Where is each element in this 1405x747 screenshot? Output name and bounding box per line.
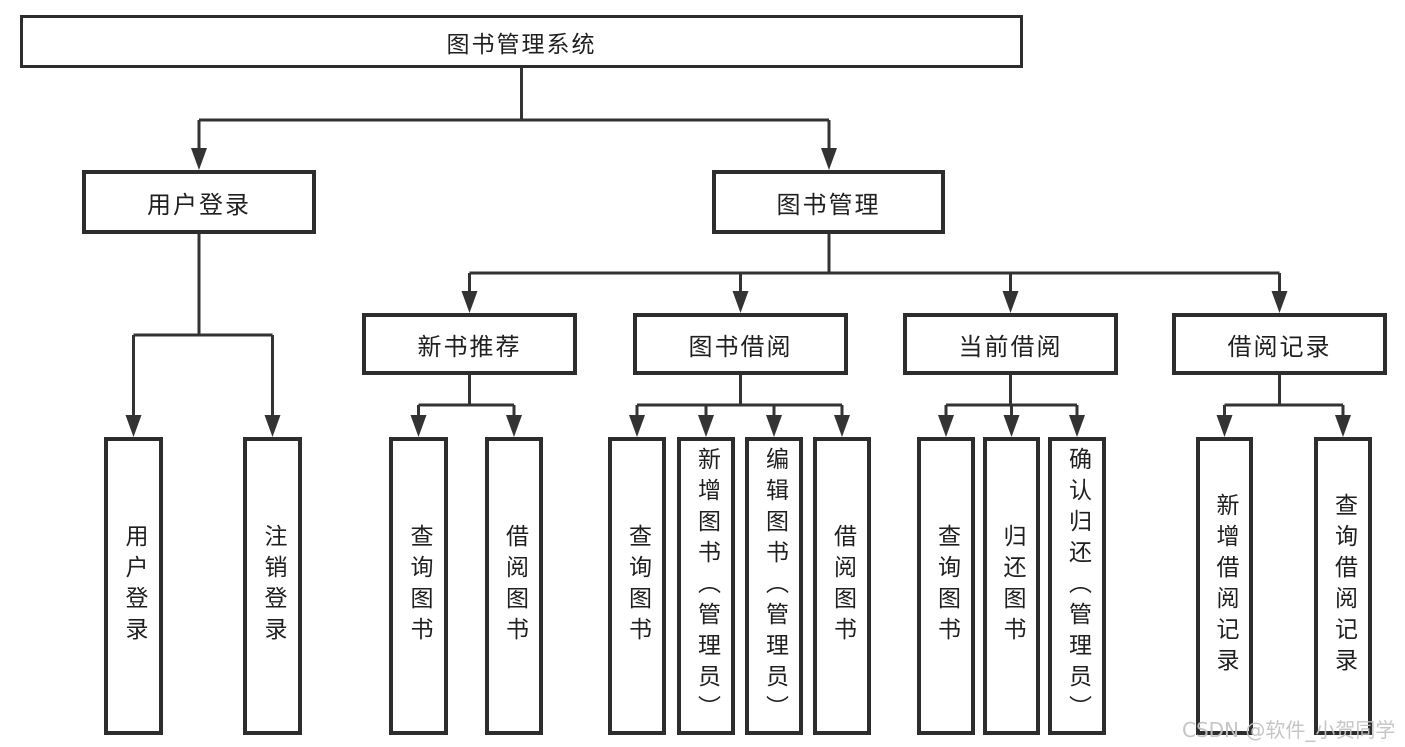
node-book-management: 图书管理 [712, 170, 945, 234]
leaf-label: 编辑图书（管理员） [761, 446, 788, 726]
leaf-confirm-return-admin: 确认归还（管理员） [1048, 437, 1106, 735]
node-label: 图书管理 [776, 190, 881, 219]
leaf-label: 注销登录 [260, 524, 286, 648]
node-book-borrowing: 图书借阅 [633, 313, 848, 375]
node-label: 图书管理系统 [446, 31, 597, 58]
arrowhead [264, 415, 281, 437]
node-library-management-system: 图书管理系统 [20, 15, 1023, 68]
node-label: 新书推荐 [417, 332, 522, 361]
connector-current-borrowing-to-leaves [938, 375, 1085, 437]
connector-borrowing-records-to-leaves [1216, 375, 1351, 437]
csdn-watermark: CSDN @软件_小贺同学 [1182, 718, 1396, 742]
arrowhead [506, 415, 522, 437]
arrowhead [1216, 415, 1233, 437]
arrowhead [1002, 291, 1019, 313]
leaf-logout: 注销登录 [243, 437, 302, 735]
leaf-add-borrow-record: 新增借阅记录 [1196, 437, 1253, 735]
arrowhead [821, 148, 837, 170]
leaf-label: 用户登录 [121, 524, 147, 648]
connector-root-to-level2 [191, 68, 837, 170]
arrowhead [1003, 415, 1020, 437]
arrowhead [125, 415, 142, 437]
leaf-user-login: 用户登录 [104, 437, 163, 735]
leaf-label: 新增图书（管理员） [693, 446, 720, 726]
arrowhead [1335, 415, 1351, 437]
leaf-label: 查询借阅记录 [1330, 493, 1357, 679]
leaf-label: 查询图书 [624, 524, 651, 648]
connector-new-book-to-leaves [410, 375, 522, 437]
connector-user-login-to-leaves [125, 234, 281, 437]
leaf-return-books: 归还图书 [983, 437, 1040, 735]
arrowhead [1069, 415, 1085, 437]
node-new-book-recommendation: 新书推荐 [362, 313, 577, 375]
leaf-label: 查询图书 [406, 524, 432, 648]
connector-book-management-to-level3 [461, 234, 1288, 313]
node-current-borrowing: 当前借阅 [903, 313, 1118, 375]
leaf-label: 借阅图书 [501, 524, 528, 648]
leaf-query-books-recommendation: 查询图书 [389, 437, 448, 735]
arrowhead [938, 415, 954, 437]
leaf-label: 查询图书 [933, 524, 960, 648]
arrowhead [1271, 291, 1288, 313]
leaf-label: 确认归还（管理员） [1064, 446, 1091, 726]
connector-book-borrowing-to-leaves [629, 375, 850, 437]
arrowhead [461, 291, 478, 313]
arrowhead [834, 415, 850, 437]
node-label: 图书借阅 [688, 332, 793, 361]
node-user-login: 用户登录 [82, 170, 316, 234]
arrowhead [766, 415, 782, 437]
leaf-label: 归还图书 [999, 524, 1025, 648]
leaf-query-books-current: 查询图书 [917, 437, 975, 735]
arrowhead [732, 291, 749, 313]
leaf-borrow-books-recommendation: 借阅图书 [485, 437, 543, 735]
leaf-label: 新增借阅记录 [1212, 493, 1238, 679]
node-label: 用户登录 [147, 190, 251, 219]
arrowhead [410, 415, 427, 437]
leaf-label: 借阅图书 [829, 524, 856, 648]
leaf-add-books-admin: 新增图书（管理员） [677, 437, 735, 735]
leaf-query-books-borrowing: 查询图书 [608, 437, 666, 735]
arrowhead [191, 148, 207, 170]
node-label: 当前借阅 [958, 332, 1063, 361]
arrowhead [698, 415, 714, 437]
arrowhead [629, 415, 645, 437]
leaf-borrow-books: 借阅图书 [813, 437, 871, 735]
leaf-query-borrow-record: 查询借阅记录 [1314, 437, 1372, 735]
node-label: 借阅记录 [1227, 332, 1332, 361]
leaf-edit-books-admin: 编辑图书（管理员） [745, 437, 803, 735]
node-borrowing-records: 借阅记录 [1172, 313, 1387, 375]
